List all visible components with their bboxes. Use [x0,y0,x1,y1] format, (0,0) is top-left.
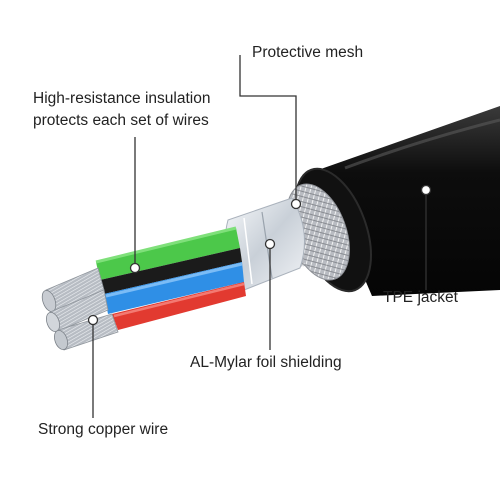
label-insulation-line1: High-resistance insulation [33,90,211,107]
label-copper-wire: Strong copper wire [38,421,169,438]
leader-lines [92,55,427,418]
label-tpe-jacket: TPE jacket [383,289,458,306]
leader-mesh [239,55,297,204]
label-mylar-shielding: AL-Mylar foil shielding [190,354,342,371]
inner-wires [95,226,246,330]
dot-mylar [264,238,276,250]
label-insulation: High-resistance insulation protects each… [33,88,273,132]
pointer-dots [87,184,432,326]
tpe-jacket-highlight [344,118,500,170]
dot-tpe [420,184,432,196]
wire-red [112,282,246,330]
dot-copper [87,314,99,326]
label-protective-mesh: Protective mesh [252,44,364,61]
mylar-foil-fold-2 [243,217,253,285]
wire-black [100,248,242,294]
label-insulation-line2: protects each set of wires [33,112,209,129]
dot-mesh [290,198,302,210]
copper-strands [41,267,119,351]
wire-blue [104,262,244,314]
dot-insulation [129,262,141,274]
